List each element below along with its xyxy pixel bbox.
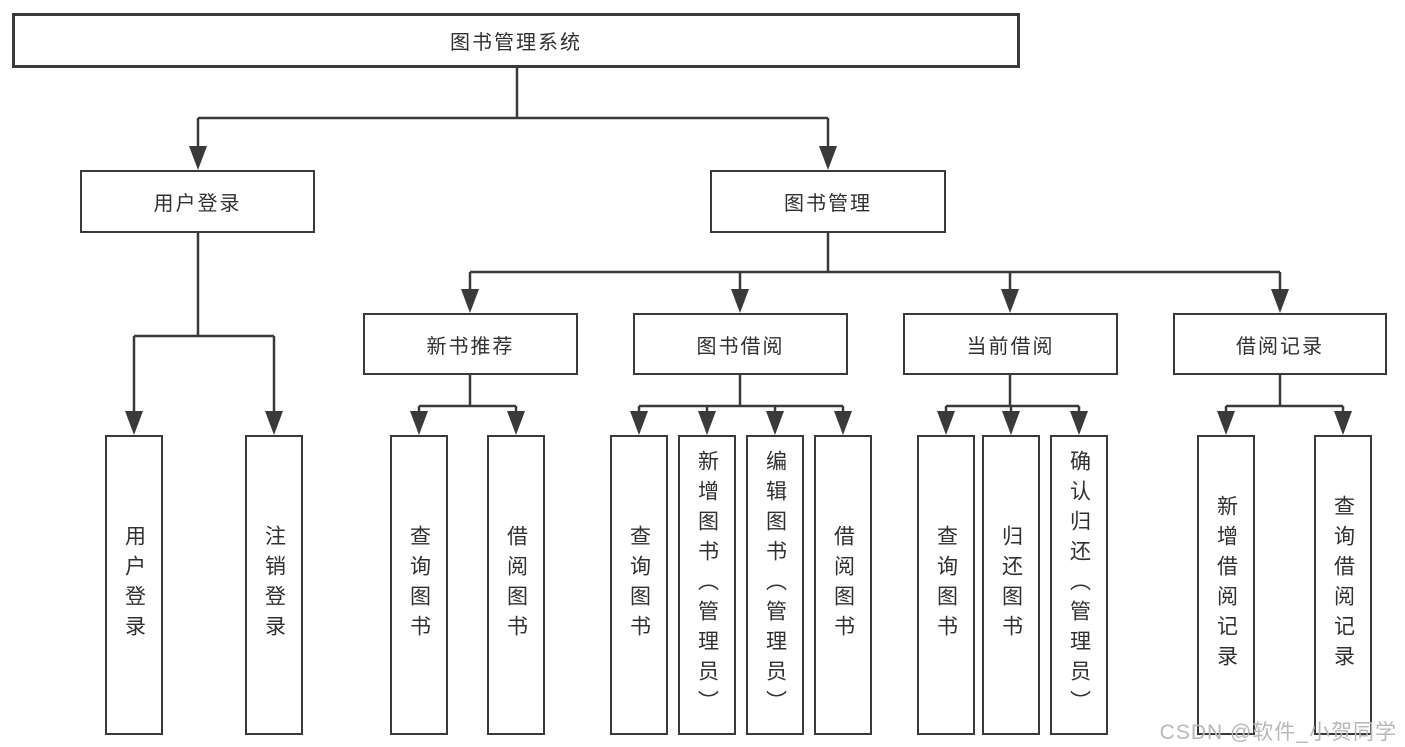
node-label: 图书管理系统 xyxy=(450,32,582,54)
leaf-login-user-login: 用户登录 xyxy=(105,435,163,735)
node-label: 用户登录 xyxy=(122,525,146,645)
node-label: 借阅记录 xyxy=(1236,335,1324,358)
node-label: 图书管理 xyxy=(784,193,872,215)
node-label: 用户登录 xyxy=(153,193,242,215)
leaf-records-add-record: 新增借阅记录 xyxy=(1197,435,1255,735)
node-book-management: 图书管理 xyxy=(710,170,946,233)
leaf-recommend-query-book: 查询图书 xyxy=(390,435,448,735)
node-label: 编辑图书（管理员） xyxy=(763,450,787,720)
node-label: 查询图书 xyxy=(407,525,431,645)
node-label: 借阅图书 xyxy=(831,525,855,645)
leaf-current-query-book: 查询图书 xyxy=(917,435,975,735)
node-label: 归还图书 xyxy=(999,525,1023,645)
node-root: 图书管理系统 xyxy=(12,13,1020,68)
node-book-borrowing: 图书借阅 xyxy=(633,313,848,375)
node-new-book-recommend: 新书推荐 xyxy=(363,313,578,375)
watermark: CSDN @软件_小贺同学 xyxy=(1159,721,1397,744)
leaf-borrowing-add-book-admin: 新增图书（管理员） xyxy=(678,435,736,735)
node-label: 查询图书 xyxy=(934,525,958,645)
node-current-borrowing: 当前借阅 xyxy=(903,313,1118,375)
node-label: 当前借阅 xyxy=(966,335,1055,358)
node-label: 新增借阅记录 xyxy=(1214,495,1238,675)
leaf-borrowing-edit-book-admin: 编辑图书（管理员） xyxy=(746,435,804,735)
leaf-recommend-borrow-book: 借阅图书 xyxy=(487,435,545,735)
leaf-current-return-book: 归还图书 xyxy=(982,435,1040,735)
leaf-current-confirm-return-admin: 确认归还（管理员） xyxy=(1050,435,1108,735)
node-label: 图书借阅 xyxy=(696,335,785,358)
leaf-records-query-record: 查询借阅记录 xyxy=(1314,435,1372,735)
node-label: 确认归还（管理员） xyxy=(1067,450,1091,720)
node-label: 查询借阅记录 xyxy=(1331,495,1355,675)
node-label: 查询图书 xyxy=(627,525,651,645)
node-user-login: 用户登录 xyxy=(80,170,315,233)
leaf-borrowing-query-book: 查询图书 xyxy=(610,435,668,735)
node-label: 新增图书（管理员） xyxy=(695,450,719,720)
node-borrow-records: 借阅记录 xyxy=(1173,313,1387,375)
node-label: 借阅图书 xyxy=(504,525,528,645)
node-label: 新书推荐 xyxy=(426,335,515,358)
node-label: 注销登录 xyxy=(262,525,286,645)
leaf-borrowing-borrow-book: 借阅图书 xyxy=(814,435,872,735)
leaf-login-logout: 注销登录 xyxy=(245,435,303,735)
